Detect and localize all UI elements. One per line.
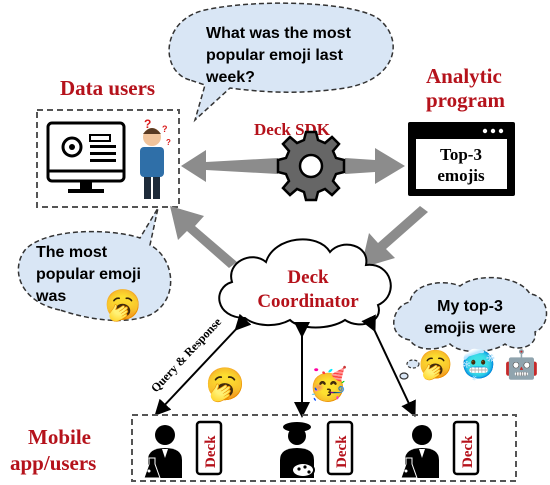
question-mark-2: ? bbox=[162, 124, 168, 134]
party-emoji-middle-arrow: 🥳 bbox=[308, 365, 348, 402]
data-users-label: Data users bbox=[60, 76, 155, 100]
question-mark-3: ? bbox=[166, 138, 171, 147]
coordinator-line-2: Coordinator bbox=[257, 291, 359, 312]
yawn-emoji-left-arrow: 🥱 bbox=[205, 366, 245, 403]
artist-user-icon bbox=[280, 422, 315, 478]
arrow-to-data-users bbox=[181, 150, 278, 182]
yawning-face-emoji: 🥱 bbox=[104, 288, 141, 323]
thought-line-1: My top-3 bbox=[437, 298, 503, 315]
confused-person-icon: ? ? ? bbox=[140, 117, 171, 199]
top3-emoji-cold: 🥶 bbox=[461, 347, 496, 381]
phone-icon-1: Deck bbox=[195, 420, 223, 476]
question-line-2: popular emoji last bbox=[206, 47, 344, 64]
data-users-box: ? ? ? bbox=[36, 109, 180, 208]
top3-line-2: emojis bbox=[437, 166, 485, 185]
question-line-3: week? bbox=[205, 69, 255, 86]
phone-icon-3: Deck bbox=[452, 420, 480, 476]
question-mark-1: ? bbox=[144, 117, 151, 131]
gear-icon bbox=[276, 130, 346, 202]
analytic-program-window: Top-3 emojis bbox=[408, 122, 515, 196]
answer-line-2: popular emoji bbox=[36, 266, 141, 283]
mobile-users-box bbox=[131, 414, 517, 482]
mobile-users-line-1: Mobile bbox=[28, 425, 91, 449]
thought-line-2: emojis were bbox=[424, 320, 516, 337]
computer-monitor-icon bbox=[46, 121, 126, 193]
answer-line-1: The most bbox=[36, 244, 108, 261]
deck-coordinator-cloud: Deck Coordinator bbox=[218, 238, 392, 329]
mobile-users-line-2: app/users bbox=[10, 451, 96, 475]
deck-sdk-label: Deck SDK bbox=[254, 120, 331, 139]
top3-emoji-robot: 🤖 bbox=[504, 348, 539, 381]
phone-1-deck-label: Deck bbox=[203, 435, 219, 468]
question-speech-bubble: What was the most popular emoji last wee… bbox=[168, 2, 394, 123]
arrow-to-analytic-program bbox=[345, 148, 405, 184]
coordinator-line-1: Deck bbox=[287, 267, 329, 288]
scientist-user-icon-2 bbox=[400, 425, 439, 479]
analytic-label-line-2: program bbox=[426, 88, 505, 112]
scientist-user-icon bbox=[143, 425, 182, 479]
answer-line-3: was bbox=[35, 288, 66, 305]
answer-speech-bubble: The most popular emoji was 🥱 bbox=[17, 207, 172, 323]
arrow-coordinator-user-left bbox=[154, 313, 252, 416]
arrow-analytic-to-coordinator bbox=[361, 206, 428, 268]
phone-3-deck-label: Deck bbox=[460, 435, 476, 468]
analytic-label-line-1: Analytic bbox=[426, 64, 502, 88]
phone-2-deck-label: Deck bbox=[334, 435, 350, 468]
question-line-1: What was the most bbox=[206, 25, 352, 42]
arrow-coordinator-to-data-users bbox=[170, 206, 237, 268]
top3-line-1: Top-3 bbox=[440, 145, 482, 164]
phone-icon-2: Deck bbox=[326, 420, 354, 476]
top3-emoji-yawn: 🥱 bbox=[418, 349, 453, 381]
thought-bubble: My top-3 emojis were 🥱 🥶 🤖 bbox=[393, 276, 548, 381]
arrow-coordinator-user-right bbox=[361, 314, 416, 418]
